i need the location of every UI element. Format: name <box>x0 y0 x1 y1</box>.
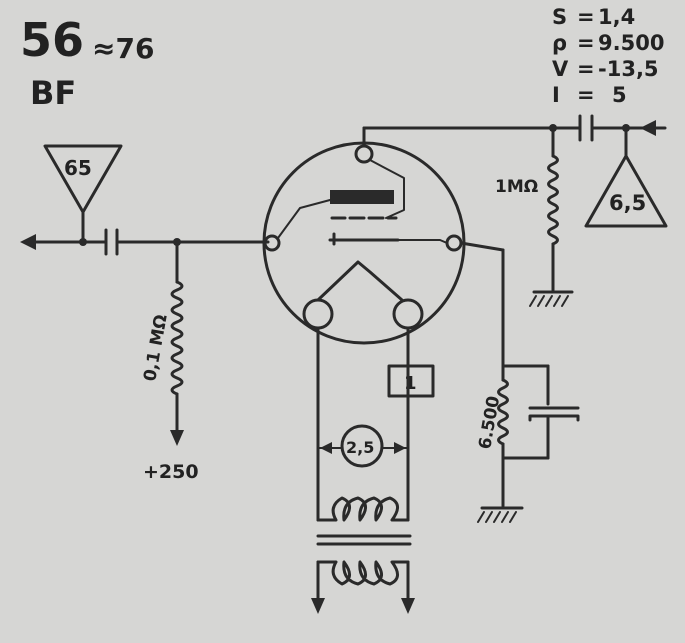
filament-voltage-label: 2,5 <box>346 438 374 457</box>
grid-resistor: 1MΩ <box>495 126 574 307</box>
spec-rho-sep: = <box>577 31 595 55</box>
secondary-right-arrow-icon <box>401 598 415 614</box>
pin-one-label: 1 <box>404 373 417 394</box>
tube-envelope <box>262 141 466 345</box>
input-arrow-icon <box>640 120 656 136</box>
spec-s-value: 1,4 <box>598 5 635 29</box>
spec-s-symbol: S <box>552 5 567 29</box>
tube-number: 56 <box>20 13 84 67</box>
spec-i-value: 5 <box>612 83 627 107</box>
output-level-triangle: 65 <box>43 144 123 244</box>
spec-table: S = 1,4 ρ = 9.500 V = -13,5 I = 5 <box>552 5 664 107</box>
spec-rho-value: 9.500 <box>598 31 664 55</box>
plate-pin <box>263 234 281 252</box>
grid-circuit <box>362 114 667 158</box>
pin-one-box: 1 <box>387 364 435 398</box>
function-label: BF <box>30 74 76 112</box>
transformer-secondary <box>316 560 410 586</box>
spec-i-sep: = <box>577 83 595 107</box>
spec-v-symbol: V <box>552 57 569 81</box>
heater-pin-right <box>392 298 424 330</box>
plate-resistor-label: 0,1 MΩ <box>140 313 171 383</box>
supply-arrow-icon <box>170 430 184 446</box>
transformer-primary <box>316 496 410 522</box>
spec-i-symbol: I <box>552 83 560 107</box>
cathode-pin <box>445 234 463 252</box>
input-level-triangle: 6,5 <box>584 154 668 228</box>
heater-pin-left <box>302 298 334 330</box>
grid-resistor-label: 1MΩ <box>495 177 538 197</box>
input-level-label: 6,5 <box>609 191 646 215</box>
cathode-circuit: 6.500 <box>459 241 580 523</box>
tube-equivalent: ≈76 <box>92 32 154 65</box>
secondary-left-arrow-icon <box>311 598 325 614</box>
output-line <box>20 228 270 256</box>
heater-transformer: 2,5 <box>311 326 415 614</box>
supply-voltage-label: +250 <box>143 461 199 483</box>
spec-rho-symbol: ρ <box>552 31 567 55</box>
output-level-label: 65 <box>64 156 92 180</box>
tube-plate <box>330 190 394 204</box>
spec-v-sep: = <box>577 57 595 81</box>
spec-s-sep: = <box>577 5 595 29</box>
output-arrow-icon <box>20 234 36 250</box>
plate-resistor: 0,1 MΩ +250 <box>140 240 199 483</box>
spec-v-value: -13,5 <box>598 57 659 81</box>
